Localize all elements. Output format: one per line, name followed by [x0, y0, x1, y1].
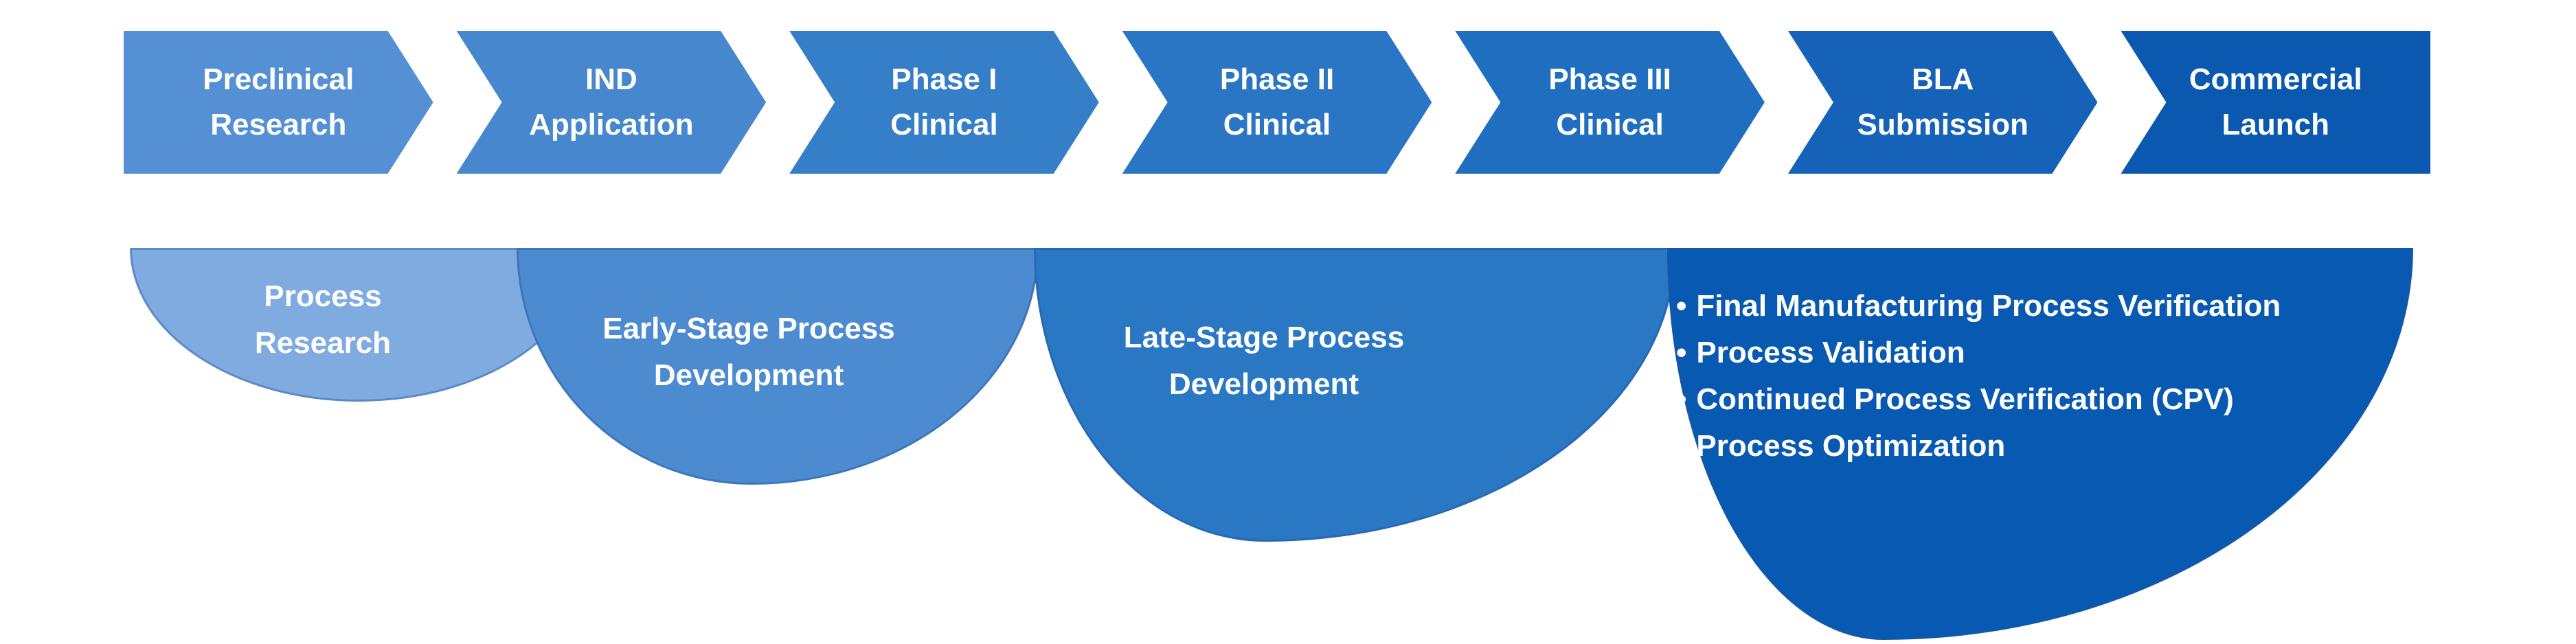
dome-label-early-stage-process-development: Early-Stage Process Development [602, 312, 895, 392]
stage-chevron-commercial-launch: Commercial Launch [2121, 31, 2431, 174]
stage-chevron-phase-2-clinical: Phase II Clinical [1122, 31, 1432, 174]
final-manufacturing-bullet-list: • Final Manufacturing Process Verificati… [1676, 283, 2404, 470]
bullet-icon: • [1676, 289, 1687, 323]
stage-label: Phase III Clinical [1548, 62, 1671, 141]
bullet-icon: • [1676, 382, 1687, 416]
bullet-item: • Continued Process Verification (CPV) [1676, 376, 2404, 423]
dome-label-process-research: Process Research [254, 279, 392, 360]
bullet-icon: • [1676, 336, 1687, 369]
stage-label: BLA Submission [1857, 62, 2029, 141]
bullet-item: • Final Manufacturing Process Verificati… [1676, 283, 2404, 330]
stage-label: Phase II Clinical [1219, 62, 1335, 141]
stage-chevron-preclinical-research: Preclinical Research [124, 31, 433, 174]
pipeline-row: Preclinical Research IND Application Pha… [124, 31, 2431, 174]
stage-label: IND Application [529, 62, 694, 141]
stage-chevron-bla-submission: BLA Submission [1788, 31, 2098, 174]
stage-label: Preclinical Research [203, 62, 354, 141]
bullet-text: Continued Process Verification (CPV) [1696, 382, 2234, 416]
bullet-text: Process Optimization [1696, 429, 2006, 463]
stage-chevron-phase-3-clinical: Phase III Clinical [1455, 31, 1765, 174]
stage-label: Commercial Launch [2189, 62, 2362, 141]
stage-label: Phase I Clinical [890, 62, 998, 141]
bullet-item: • Process Optimization [1676, 423, 2404, 470]
stage-chevron-ind-application: IND Application [457, 31, 767, 174]
bullet-text: Process Validation [1696, 336, 1965, 369]
bullet-text: Final Manufacturing Process Verification [1696, 289, 2281, 323]
dome-label-late-stage-process-development: Late-Stage Process Development [1123, 321, 1405, 401]
stage-chevron-phase-1-clinical: Phase I Clinical [789, 31, 1099, 174]
bullet-icon: • [1676, 429, 1687, 463]
bullet-item: • Process Validation [1676, 330, 2404, 376]
